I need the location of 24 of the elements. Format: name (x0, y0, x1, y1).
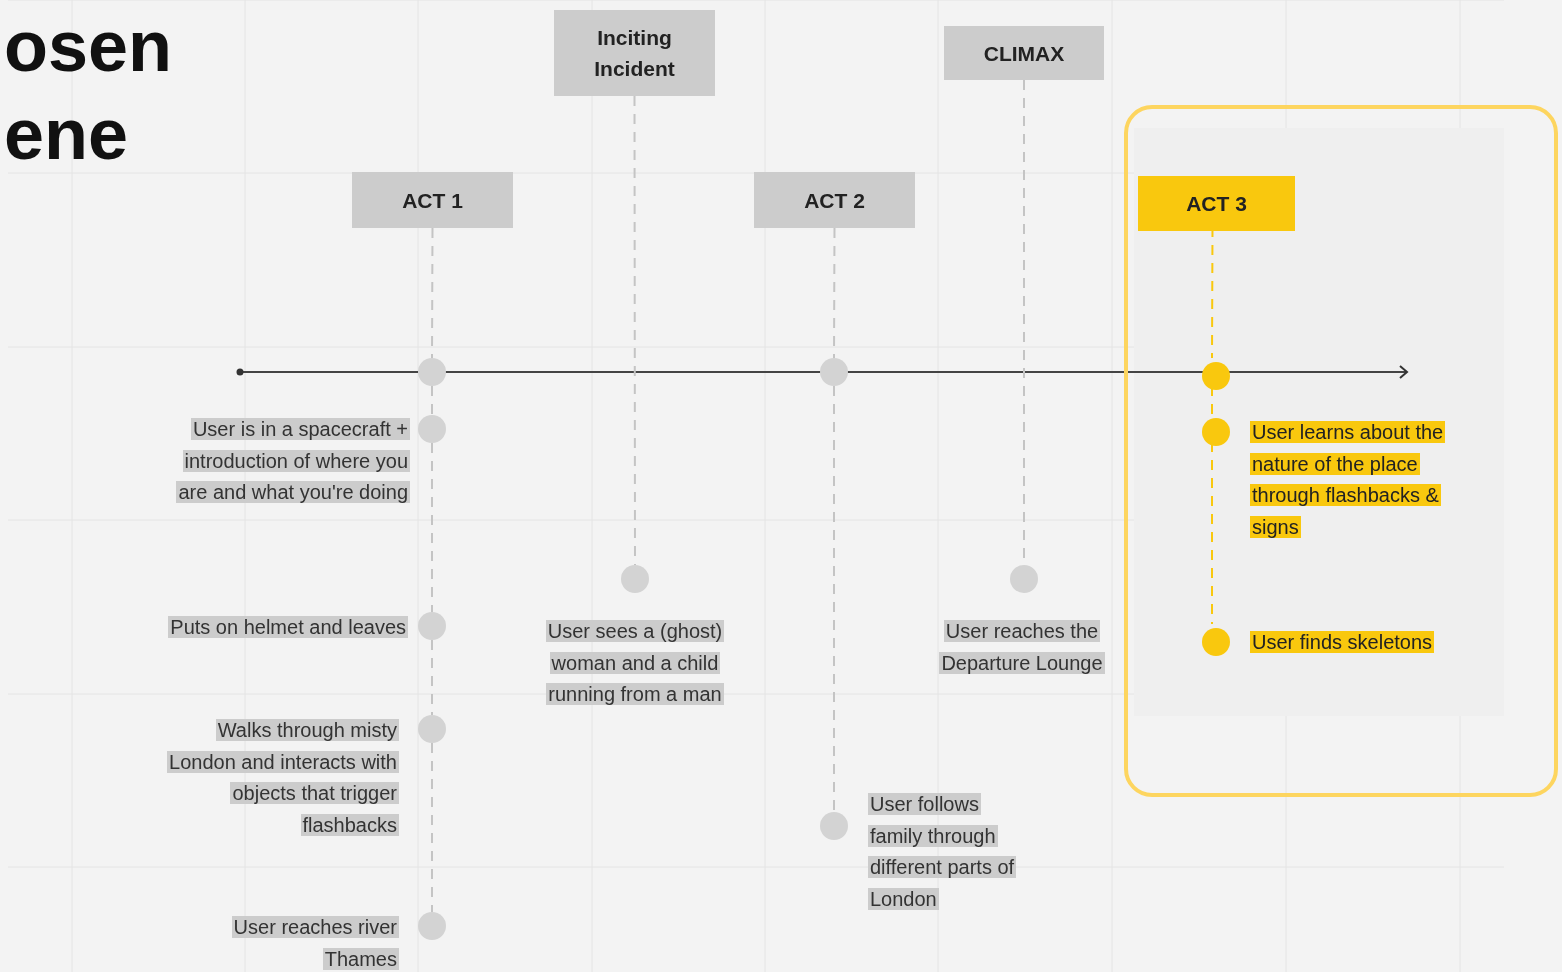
timeline-dot (418, 612, 446, 640)
act-label-box: ACT 2 (754, 172, 915, 228)
timeline-dot (1010, 565, 1038, 593)
highlight-frame (1124, 105, 1558, 797)
timeline-dot (418, 715, 446, 743)
connector-line (633, 95, 636, 566)
act-label-box: CLIMAX (944, 26, 1104, 80)
connector-line (431, 385, 433, 416)
title: osen ene (4, 5, 174, 176)
act-label-box: Inciting Incident (554, 10, 715, 96)
connector-line (431, 442, 433, 613)
act-label-box: ACT 1 (352, 172, 513, 228)
connector-line (833, 385, 835, 813)
timeline-dot (820, 812, 848, 840)
connector-line (431, 639, 433, 716)
timeline-dot (820, 358, 848, 386)
act-label-box: ACT 3 (1138, 176, 1295, 231)
timeline-dot (418, 912, 446, 940)
connector-line (431, 227, 434, 359)
connector-line (833, 227, 836, 359)
connector-line (431, 742, 433, 913)
timeline-dot (621, 565, 649, 593)
timeline-dot (418, 415, 446, 443)
timeline-dot (418, 358, 446, 386)
